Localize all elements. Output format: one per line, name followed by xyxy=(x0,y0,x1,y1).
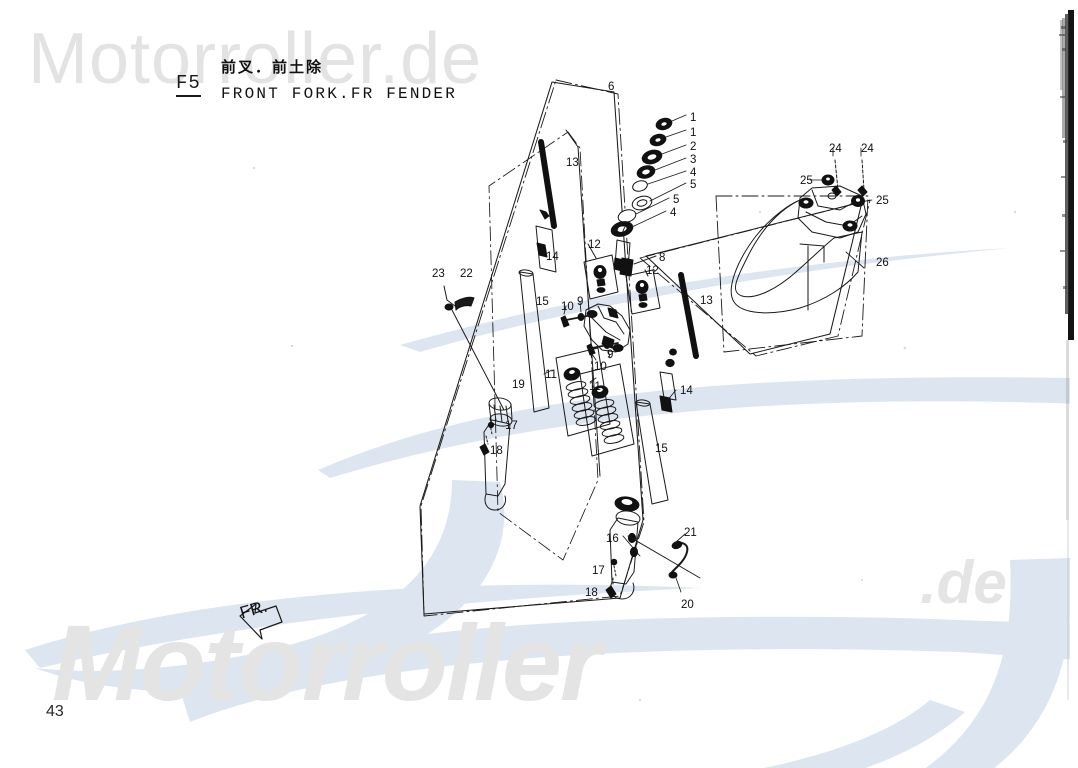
part-callout-3: 3 xyxy=(690,154,697,166)
part-22-23-cable-guide xyxy=(443,285,505,411)
part-callout-25: 25 xyxy=(800,175,813,187)
part-18-right-nut xyxy=(605,577,617,599)
part-callout-4: 4 xyxy=(690,167,697,179)
part-callout-17: 17 xyxy=(505,420,518,432)
part-callout-11: 11 xyxy=(589,381,601,393)
part-callout-18: 18 xyxy=(490,445,503,457)
panel-outline-inner xyxy=(565,129,601,477)
right-fork-dust-seal xyxy=(614,496,641,526)
spring-coils-b xyxy=(593,399,625,444)
part-callout-25: 25 xyxy=(876,195,889,207)
left-fork-slider xyxy=(483,419,511,511)
part-callout-18: 18 xyxy=(585,587,598,599)
part-12-bracket-a xyxy=(583,243,619,300)
title-cjk: 前叉．前土除 xyxy=(221,58,324,76)
part-callout-13: 13 xyxy=(566,157,579,169)
part-25-nuts xyxy=(809,174,873,207)
part-callout-7: 7 xyxy=(620,225,627,237)
part-callout-12: 12 xyxy=(588,239,601,251)
part-callout-13: 13 xyxy=(700,295,713,307)
title-en: FRONT FORK.FR FENDER xyxy=(221,85,458,103)
part-callout-23: 23 xyxy=(432,268,445,280)
zone-boundary-left-fork xyxy=(488,131,599,561)
leader-lines-bearing-stack xyxy=(611,114,687,233)
part-callout-5: 5 xyxy=(673,194,680,206)
part-callout-4: 4 xyxy=(670,207,677,219)
part-callout-24: 24 xyxy=(829,143,842,155)
part-13-right-damper-rod xyxy=(678,272,699,359)
part-callout-2: 2 xyxy=(690,141,697,153)
part-callout-10: 10 xyxy=(594,361,607,373)
part-callout-15: 15 xyxy=(536,296,549,308)
part-callout-17: 17 xyxy=(592,565,605,577)
part-20-21-brake-stay xyxy=(627,533,701,593)
part-17-left-bolt xyxy=(487,421,495,435)
section-code: F5 xyxy=(176,72,201,97)
part-callout-8: 8 xyxy=(659,252,666,264)
part-callout-16: 16 xyxy=(606,533,619,545)
part-16-right-slider xyxy=(609,517,641,600)
part-callout-21: 21 xyxy=(684,527,697,539)
part-callout-24: 24 xyxy=(861,143,874,155)
part-24-studs xyxy=(831,147,868,197)
part-callout-9: 9 xyxy=(607,349,614,361)
part-callout-19: 19 xyxy=(512,379,525,391)
part-callout-14: 14 xyxy=(546,251,559,263)
part-callout-15: 15 xyxy=(655,443,668,455)
part-callout-6: 6 xyxy=(608,81,615,93)
part-14-right xyxy=(659,348,677,413)
part-callout-1: 1 xyxy=(690,127,697,139)
fender-upper-bracket xyxy=(797,185,867,239)
part-callout-26: 26 xyxy=(876,257,889,269)
zone-boundary-6 xyxy=(420,79,645,617)
part-callout-20: 20 xyxy=(681,599,694,611)
part-callout-14: 14 xyxy=(680,385,693,397)
part-callout-10: 10 xyxy=(561,301,574,313)
part-callout-12: 12 xyxy=(646,265,659,277)
page-number: 43 xyxy=(46,703,64,720)
steering-bearing-stack xyxy=(610,117,673,273)
panel-outline-right xyxy=(645,201,863,355)
part-17-right-bolt xyxy=(610,558,618,577)
part-callout-5: 5 xyxy=(690,179,697,191)
part-callout-1: 1 xyxy=(690,112,697,124)
part-callout-22: 22 xyxy=(460,268,473,280)
part-callout-11: 11 xyxy=(545,369,557,381)
part-callout-9: 9 xyxy=(577,296,584,308)
